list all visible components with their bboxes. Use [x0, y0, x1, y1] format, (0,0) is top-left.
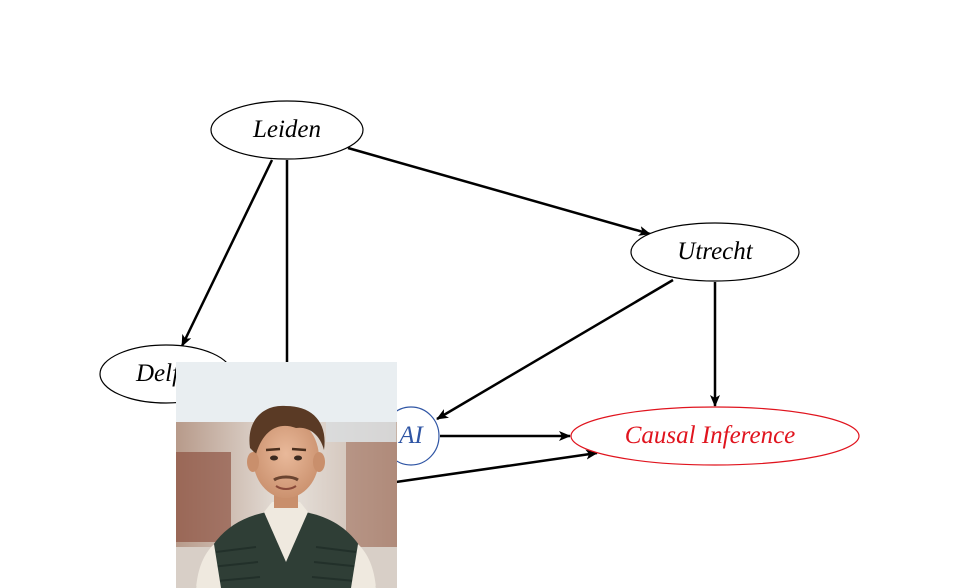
node-leiden-label: Leiden: [252, 116, 321, 143]
node-utrecht: Utrecht: [630, 222, 800, 282]
edge-utrecht-ai: [436, 278, 674, 421]
person-photo-icon: [176, 362, 397, 588]
edge-leiden-utrecht: [347, 146, 651, 236]
node-ai: AI: [382, 406, 440, 466]
node-leiden: Leiden: [210, 100, 364, 160]
node-causal-inference: Causal Inference: [570, 406, 860, 466]
node-ai-label: AI: [397, 422, 424, 449]
node-causal-inference-label: Causal Inference: [625, 422, 796, 449]
edge-leiden-delft: [180, 159, 274, 347]
node-utrecht-label: Utrecht: [677, 238, 753, 265]
edge-hidden-causal: [395, 449, 598, 484]
portrait-photo: [176, 362, 397, 588]
